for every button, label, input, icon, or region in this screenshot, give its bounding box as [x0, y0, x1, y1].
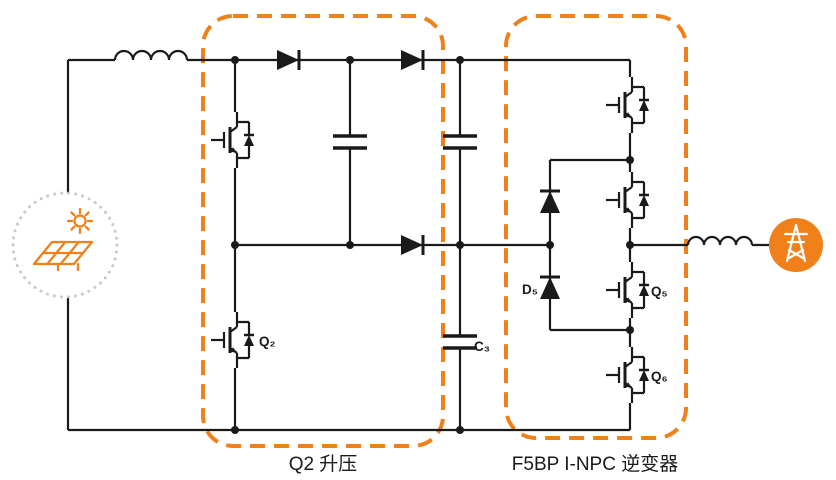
boost-diode-top-1: [275, 48, 301, 72]
label-c3: C₃: [474, 339, 490, 354]
inverter-igbt-q5: [604, 260, 651, 320]
clamp-diode-upper: [538, 189, 562, 215]
input-inductor: [113, 49, 189, 61]
inverter-igbt-2: [604, 170, 651, 230]
boost-diode-mid: [399, 233, 425, 257]
inverter-section-outline: [504, 14, 688, 440]
label-d5: D₅: [522, 282, 538, 297]
label-q6: Q₆: [651, 369, 668, 384]
boost-section-outline: [201, 14, 445, 448]
inverter-igbt-1: [604, 75, 651, 135]
boost-section-label: Q2 升压: [289, 453, 358, 475]
dclink-capacitor-c3: [441, 334, 479, 350]
boost-capacitor: [331, 134, 369, 150]
boost-igbt-upper: [209, 110, 256, 170]
output-inductor: [686, 235, 754, 246]
junction-dots: [231, 56, 634, 434]
grid-transmission-tower-icon: [769, 218, 823, 272]
label-q5: Q₅: [651, 284, 668, 299]
inverter-section-label: F5BP I-NPC 逆变器: [512, 453, 678, 475]
clamp-diode-d5: [538, 275, 562, 301]
solar-panel-icon: [11, 191, 119, 299]
label-q2: Q₂: [259, 334, 276, 349]
inverter-igbt-q6: [604, 345, 651, 405]
boost-diode-top-2: [399, 48, 425, 72]
boost-igbt-q2: [209, 310, 256, 370]
dclink-capacitor-upper: [441, 134, 479, 150]
